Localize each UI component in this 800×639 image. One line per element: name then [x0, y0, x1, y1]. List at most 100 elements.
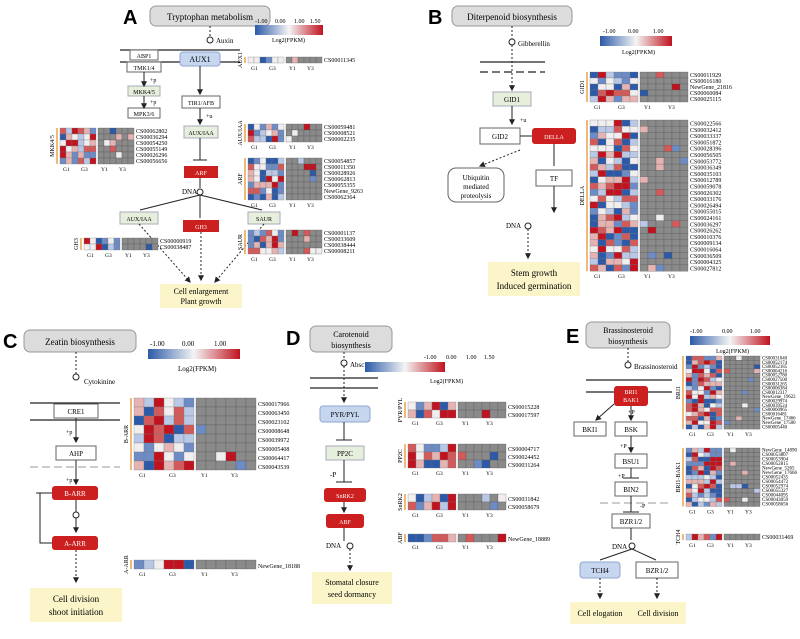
- heatmap-cell: [605, 119, 615, 127]
- heatmap-cell: [703, 483, 711, 489]
- heatmap-cell: [195, 451, 207, 462]
- group-label: BRI1: [676, 386, 682, 399]
- heatmap-cell: [753, 456, 761, 462]
- heatmap-cell: [265, 129, 273, 137]
- heatmap-cell: [741, 377, 749, 382]
- column-label: Y1: [462, 513, 469, 519]
- heatmap-cell: [597, 89, 607, 97]
- heatmap-cell: [309, 169, 317, 177]
- column-label: G3: [81, 167, 88, 173]
- heatmap-cell: [481, 493, 491, 503]
- heatmap-cell: [629, 220, 639, 228]
- heatmap-cell: [265, 181, 273, 189]
- heatmap-cell: [729, 479, 737, 485]
- output-box-a: [160, 284, 242, 308]
- heatmap-cell: [729, 373, 737, 378]
- heatmap-cell: [613, 157, 623, 165]
- heatmap-cell: [655, 119, 665, 127]
- heatmap-cell: [127, 243, 135, 251]
- heatmap-cell: [245, 559, 257, 570]
- heatmap-cell: [315, 163, 323, 171]
- heatmap-cell: [143, 397, 155, 408]
- group-label: ABF: [398, 532, 404, 544]
- heatmap-cell: [195, 433, 207, 444]
- column-label: Y3: [745, 510, 752, 516]
- heatmap-cell: [277, 157, 285, 165]
- heatmap-cell: [303, 56, 311, 64]
- phospho-label: +p: [150, 100, 156, 106]
- heatmap-cell: [629, 258, 639, 266]
- heatmap-cell: [747, 488, 755, 494]
- heatmap-cell: [407, 459, 417, 469]
- heatmap-cell: [647, 138, 657, 146]
- output-a-line1: Cell enlargement: [174, 287, 230, 296]
- heatmap-cell: [597, 83, 607, 91]
- heatmap-cell: [747, 411, 755, 417]
- heatmap-cell: [715, 411, 723, 417]
- heatmap-cell: [415, 459, 425, 469]
- heatmap-cell: [245, 424, 257, 435]
- heatmap-cell: [447, 533, 457, 543]
- heatmap-cell: [65, 133, 73, 141]
- aarr-node: [52, 536, 98, 550]
- heatmap-cell: [639, 208, 649, 215]
- heatmap-cell: [457, 401, 467, 411]
- heatmap-cell: [297, 129, 305, 137]
- heatmap-cell: [153, 442, 165, 453]
- ubiquitin-label: +u: [206, 114, 212, 120]
- heatmap-cell: [407, 451, 417, 461]
- heatmap-cell: [605, 208, 615, 215]
- heatmap-cell: [597, 157, 607, 165]
- heatmap-cell: [59, 133, 67, 141]
- heatmap-cell: [741, 420, 749, 425]
- heatmap-cell: [753, 492, 761, 498]
- heatmap-cell: [715, 385, 723, 391]
- heatmap-cell: [647, 189, 657, 196]
- gene-label: CS00036509: [690, 254, 721, 260]
- gene-label: NewGene_14890: [762, 449, 797, 454]
- bzr2-label: BZR1/2: [646, 567, 669, 575]
- gene-label: CS00004325: [690, 260, 721, 266]
- heatmap-cell: [173, 442, 185, 453]
- gene-label: CS00026262: [690, 229, 721, 235]
- panel-c-title-box: [23, 329, 137, 353]
- heatmap-cell: [671, 176, 681, 184]
- heatmap-cell: [285, 157, 293, 165]
- gene-label: CS00059078: [690, 185, 721, 191]
- heatmap-cell: [183, 442, 195, 453]
- heatmap-cell: [671, 83, 681, 91]
- heatmap-cell: [685, 492, 693, 498]
- heatmap-cell: [291, 135, 299, 143]
- heatmap-cell: [145, 243, 153, 251]
- heatmap-cell: [163, 415, 175, 426]
- scale-tick: 1.00: [653, 29, 664, 35]
- heatmap-cell: [297, 123, 305, 131]
- column-label: Y1: [201, 572, 208, 578]
- heatmap-cell: [741, 497, 749, 503]
- heatmap-cell: [723, 368, 731, 374]
- arf-label: ARF: [195, 171, 207, 177]
- heatmap-cell: [735, 483, 743, 489]
- heatmap-cell: [133, 460, 145, 471]
- heatmap-cell: [729, 360, 737, 365]
- heatmap-cell: [735, 470, 743, 476]
- heatmap-cell: [697, 398, 705, 404]
- group-label: SnRK2: [398, 493, 404, 511]
- heatmap-cell: [297, 163, 305, 171]
- heatmap-cell: [613, 233, 623, 240]
- heatmap-cell: [303, 135, 311, 143]
- heatmap-cell: [497, 459, 507, 469]
- heatmap-cell: [703, 470, 711, 476]
- heatmap-cell: [113, 237, 121, 245]
- scale-tick: 1.00: [466, 355, 477, 361]
- heatmap-cell: [729, 403, 737, 408]
- heatmap-cell: [309, 123, 317, 131]
- heatmap-cell: [703, 447, 711, 453]
- heatmap-cell: [457, 493, 467, 503]
- heatmap-cell: [605, 138, 615, 146]
- heatmap-cell: [647, 126, 657, 133]
- output-box-d: [312, 572, 392, 604]
- heatmap-cell: [77, 133, 85, 141]
- color-scale-bar: [600, 36, 672, 46]
- heatmap-cell: [709, 390, 717, 395]
